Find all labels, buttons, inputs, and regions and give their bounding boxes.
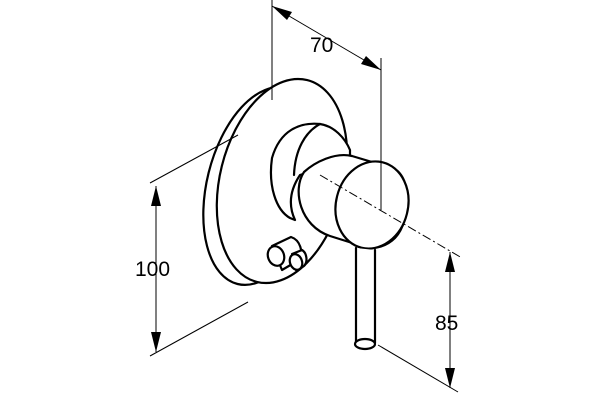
- dimension-height: 100: [135, 134, 249, 357]
- dimension-line-width: [271, 5, 382, 71]
- extension-line-top: [149, 134, 239, 184]
- dimension-width: 70: [271, 0, 382, 210]
- arrowhead-height-top: [151, 186, 161, 206]
- arrowhead-handle-bottom: [445, 368, 455, 388]
- diverter-knob: [266, 235, 308, 272]
- dimension-label-width: 70: [310, 34, 333, 57]
- arrowhead-height-bottom: [151, 332, 161, 352]
- arrowhead-width-left: [272, 6, 292, 20]
- dimension-label-handle-height: 85: [435, 312, 458, 335]
- dimension-handle-height: 85: [377, 252, 459, 393]
- handle-cylinder: [297, 154, 410, 250]
- lever-rod: [353, 246, 377, 351]
- arrowhead-handle-top: [445, 252, 455, 272]
- extension-line-rod-bottom: [377, 344, 459, 393]
- arrowhead-width-right: [361, 56, 381, 70]
- dimension-label-height: 100: [135, 258, 170, 281]
- center-axis-line: [319, 174, 463, 259]
- extension-line-bottom: [149, 301, 249, 357]
